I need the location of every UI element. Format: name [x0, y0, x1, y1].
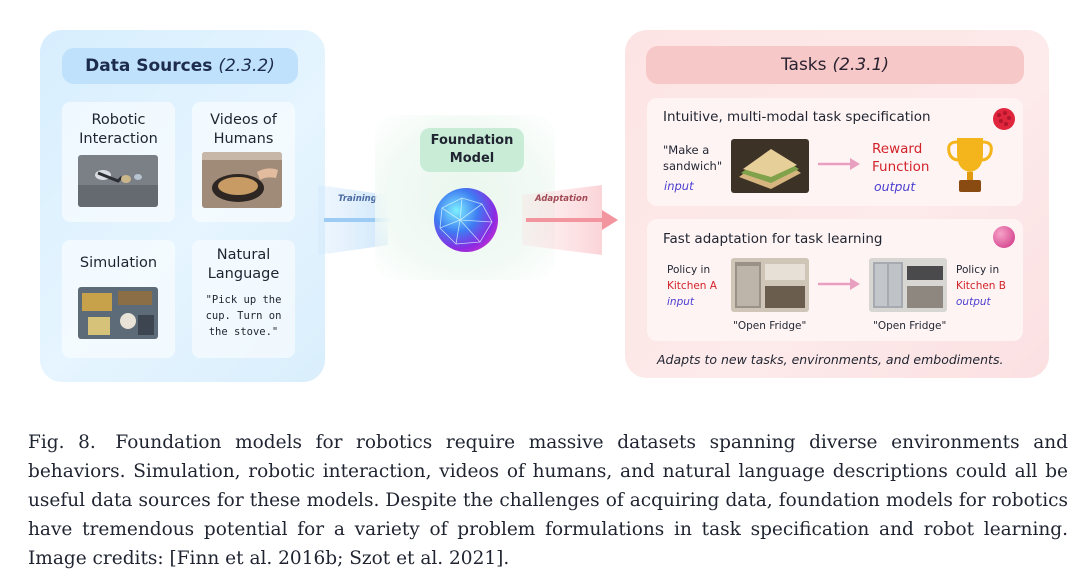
trophy-icon	[947, 138, 993, 192]
task-adapt-box	[647, 219, 1023, 341]
policy-kitchen-a: Policy in Kitchen A input	[667, 262, 717, 310]
kitchen-a-label: Kitchen A	[667, 280, 717, 292]
kitchen-a-photo	[731, 258, 809, 312]
data-sources-title: Data Sources (2.3.2)	[62, 48, 298, 84]
foundation-model-title-line1: Foundation	[430, 133, 514, 148]
spec-input-label: input	[664, 179, 694, 193]
spec-arrow-icon	[818, 158, 860, 170]
sandwich-quote-line1: "Make a	[663, 143, 710, 157]
foundation-model-sphere-icon	[434, 188, 498, 252]
robotic-interaction-label-line1: Robotic	[91, 112, 146, 128]
sandwich-photo	[731, 139, 809, 193]
videos-of-humans-label-line1: Videos of	[210, 112, 277, 128]
spec-output-label: output	[874, 179, 916, 194]
pink-ball-icon	[993, 226, 1015, 248]
task-spec-title: Intuitive, multi-modal task specificatio…	[663, 109, 931, 125]
reward-function-label: Reward Function	[872, 140, 929, 176]
policy-in-b: Policy in	[956, 264, 1000, 276]
open-fridge-b: "Open Fridge"	[873, 320, 947, 332]
task-adapt-title: Fast adaptation for task learning	[663, 231, 883, 247]
kitchen-b-photo	[869, 258, 947, 312]
kitchen-b-label: Kitchen B	[956, 280, 1007, 292]
figure-caption: Fig. 8. Foundation models for robotics r…	[28, 428, 1068, 573]
videos-of-humans-label: Videos of Humans	[192, 111, 295, 149]
policy-kitchen-b: Policy in Kitchen B output	[956, 262, 1006, 310]
simulation-photo	[78, 287, 158, 339]
sandwich-quote-line2: sandwich"	[663, 159, 723, 173]
simulation-label: Simulation	[79, 255, 158, 271]
natural-language-quote-line2: cup. Turn on	[205, 310, 282, 322]
reward-function-line1: Reward	[872, 141, 923, 157]
policy-in-a: Policy in	[667, 264, 711, 276]
robotic-interaction-label-line2: Interaction	[79, 131, 158, 147]
training-label: Training	[338, 194, 377, 204]
robotic-interaction-label: Robotic Interaction	[62, 111, 175, 149]
natural-language-cell	[192, 240, 295, 358]
videos-of-humans-label-line2: Humans	[213, 131, 274, 147]
data-sources-section: (2.3.2)	[218, 56, 275, 76]
reward-function-line2: Function	[872, 159, 930, 175]
adapt-input-label: input	[667, 296, 695, 308]
data-sources-title-text: Data Sources	[85, 56, 213, 76]
figure: Data Sources (2.3.2) Robotic Interaction…	[40, 30, 1049, 382]
tasks-footer-note: Adapts to new tasks, environments, and e…	[657, 352, 1004, 367]
tasks-title: Tasks (2.3.1)	[646, 46, 1024, 84]
tasks-title-text: Tasks	[780, 55, 827, 75]
natural-language-label-line2: Language	[207, 266, 280, 282]
open-fridge-a: "Open Fridge"	[733, 320, 807, 332]
robot-arm-photo	[78, 155, 158, 207]
adapt-arrow-icon	[818, 278, 860, 290]
foundation-model-title: Foundation Model	[420, 128, 524, 172]
natural-language-quote: "Pick up the cup. Turn on the stove."	[192, 292, 295, 340]
natural-language-label-line1: Natural	[216, 247, 271, 263]
foundation-model-title-line2: Model	[449, 151, 495, 166]
natural-language-quote-line1: "Pick up the	[205, 294, 282, 306]
raspberry-icon	[993, 108, 1015, 130]
human-cooking-photo	[202, 152, 282, 208]
figure-label: Fig. 8.	[28, 432, 96, 453]
natural-language-quote-line3: the stove."	[208, 326, 279, 338]
natural-language-label: Natural Language	[192, 246, 295, 284]
figure-caption-text: Foundation models for robotics require m…	[28, 432, 1069, 569]
adaptation-arrow	[522, 185, 618, 255]
adaptation-label: Adaptation	[535, 194, 588, 204]
tasks-section: (2.3.1)	[832, 55, 890, 75]
sandwich-quote: "Make a sandwich"	[663, 142, 722, 174]
adapt-output-label: output	[956, 296, 991, 308]
